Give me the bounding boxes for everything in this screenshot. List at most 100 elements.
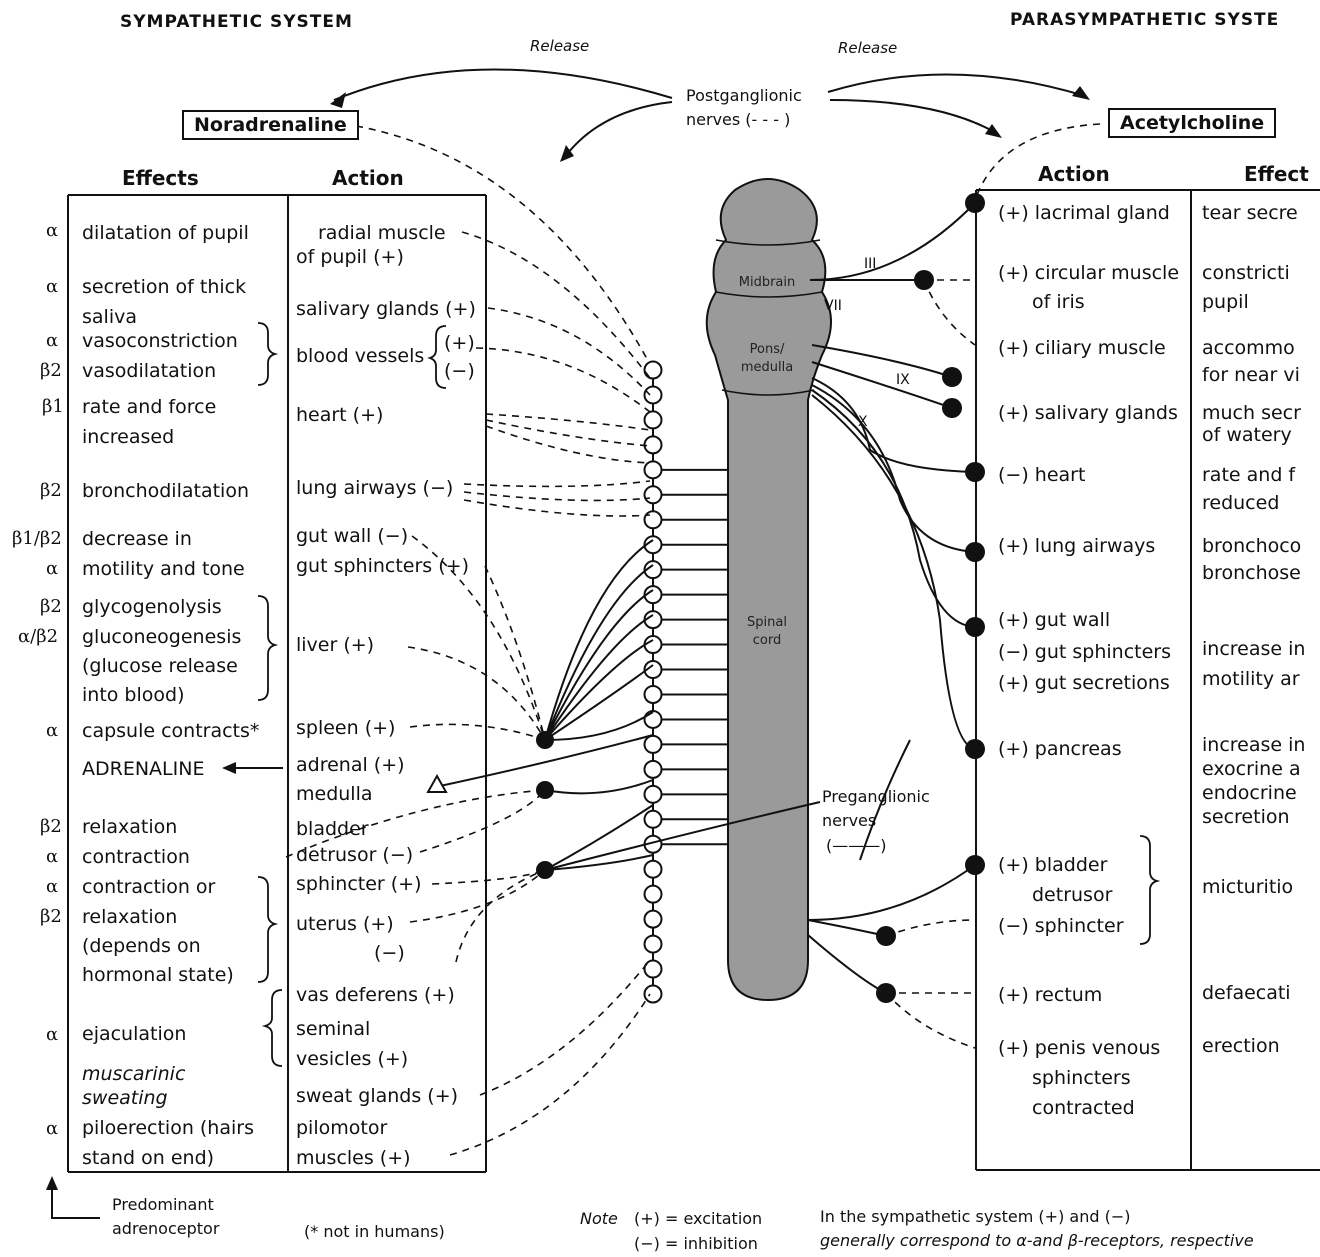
chain-ganglion (645, 461, 662, 478)
action-text: (−) sphincter (998, 911, 1124, 941)
medulla-label: medulla (722, 360, 812, 376)
effect-text: glycogenolysis (82, 592, 222, 622)
action-text: of iris (1032, 287, 1085, 317)
action-text: muscles (+) (296, 1143, 411, 1173)
chain-ganglion (645, 811, 662, 828)
spinal-label: Spinal (722, 615, 812, 631)
effect-text: micturitio (1202, 872, 1293, 902)
preganglionic-label-1: Preganglionic (822, 785, 930, 809)
cord-chain-links (662, 470, 728, 844)
postganglionic-label-1: Postganglionic (686, 84, 802, 108)
action-sign: (+) (444, 328, 475, 358)
effect-text: dilatation of pupil (82, 218, 249, 248)
receptor: β2 (40, 480, 62, 501)
effect-text: accommo (1202, 333, 1295, 363)
receptor: α (46, 846, 58, 867)
effect-text: ejaculation (82, 1019, 186, 1049)
action-text: adrenal (+) (296, 750, 405, 780)
receptor: β1 (42, 396, 64, 417)
receptor: α (46, 1118, 58, 1139)
action-text: (+) pancreas (998, 734, 1122, 764)
effect-text: rate and force (82, 392, 216, 422)
adrenoceptor-arrow (52, 1186, 100, 1218)
action-text: of pupil (+) (296, 242, 404, 272)
action-text: gut wall (−) (296, 521, 408, 551)
receptor: α (46, 276, 58, 297)
general-note-1: In the sympathetic system (+) and (−) (820, 1205, 1130, 1229)
action-text: contracted (1032, 1093, 1135, 1123)
action-text: salivary glands (+) (296, 294, 476, 324)
action-text: blood vessels (296, 341, 424, 371)
action-text: uterus (+) (296, 909, 394, 939)
chain-ganglion (645, 386, 662, 403)
effect-text: reduced (1202, 488, 1279, 518)
pons-label: Pons/ (722, 342, 812, 358)
adrenoceptor-arrowhead (46, 1176, 58, 1190)
predominant-label-2: adrenoceptor (112, 1217, 219, 1241)
effect-text: relaxation (82, 902, 177, 932)
chain-ganglion (645, 886, 662, 903)
effect-text: bronchoco (1202, 531, 1301, 561)
chain-ganglion (645, 436, 662, 453)
action-text: (−) (374, 938, 405, 968)
note-label: Note (580, 1207, 618, 1231)
acetylcholine-box: Acetylcholine (1108, 108, 1276, 138)
chain-ganglion (645, 911, 662, 928)
action-text: liver (+) (296, 630, 374, 660)
effect-text: (glucose release (82, 651, 238, 681)
midbrain-label: Midbrain (722, 275, 812, 291)
receptor: α (46, 558, 58, 579)
chain-ganglion (645, 636, 662, 653)
receptor: α (46, 1024, 58, 1045)
chain-ganglion (645, 686, 662, 703)
note-line-1: (+) = excitation (634, 1207, 762, 1231)
chain-ganglion (645, 736, 662, 753)
action-text: detrusor (−) (296, 840, 413, 870)
receptor: β1/β2 (12, 528, 62, 549)
effect-text: contraction or (82, 872, 215, 902)
effect-text: hormonal state) (82, 960, 234, 990)
action-sign: (−) (444, 356, 475, 386)
action-text: (+) rectum (998, 980, 1102, 1010)
cord-label: cord (722, 633, 812, 649)
action-text: (+) gut secretions (998, 668, 1170, 698)
preganglionic-label-2: nerves (822, 809, 876, 833)
receptor: β2 (40, 816, 62, 837)
effect-text: secretion (1202, 802, 1290, 832)
action-text: sphincter (+) (296, 869, 422, 899)
action-text: pilomotor (296, 1113, 387, 1143)
chain-ganglion (645, 986, 662, 1003)
action-text: spleen (+) (296, 713, 395, 743)
action-text: (+) penis venous (998, 1033, 1160, 1063)
release-label-left: Release (530, 34, 589, 58)
action-text: (+) bladder (998, 850, 1107, 880)
parasympathetic-ganglia (876, 193, 985, 1003)
action-text: gut sphincters (+) (296, 551, 469, 581)
chain-ganglion (645, 711, 662, 728)
cranial-nerve-iii: III (864, 256, 876, 272)
cns-column (707, 179, 831, 1000)
effect-text: motility and tone (82, 554, 245, 584)
receptor: β2 (40, 906, 62, 927)
chain-ganglion (645, 761, 662, 778)
effect-text: constricti (1202, 258, 1290, 288)
cranial-nerve-vii: VII (824, 298, 842, 314)
adrenaline-arrow (222, 762, 283, 774)
cranial-nerve-ix: IX (896, 372, 910, 388)
effect-text: defaecati (1202, 978, 1291, 1008)
action-text: (+) salivary glands (998, 398, 1178, 428)
effect-text: rate and f (1202, 460, 1295, 490)
action-text: vesicles (+) (296, 1044, 408, 1074)
effect-text: bronchodilatation (82, 476, 249, 506)
receptor: β2 (40, 360, 62, 381)
receptor: α (46, 876, 58, 897)
action-text: vas deferens (+) (296, 980, 455, 1010)
action-text: (−) heart (998, 460, 1085, 490)
adrenal-triangle (428, 776, 446, 792)
chain-ganglion (645, 961, 662, 978)
effect-text: motility ar (1202, 664, 1300, 694)
effect-text: bronchose (1202, 558, 1301, 588)
effect-text: piloerection (hairs (82, 1113, 254, 1143)
action-text: (+) ciliary muscle (998, 333, 1166, 363)
effect-text: sweating (82, 1083, 168, 1113)
